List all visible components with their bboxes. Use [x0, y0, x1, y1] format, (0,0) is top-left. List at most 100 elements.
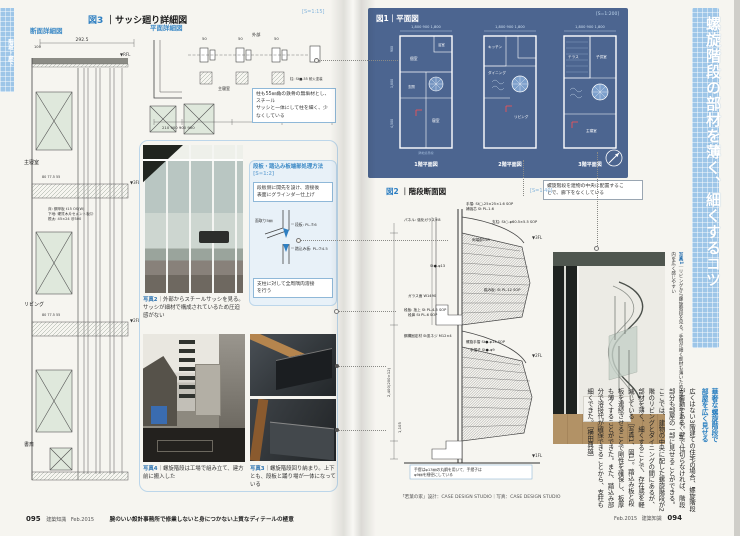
svg-text:50: 50 — [274, 36, 279, 41]
steel-landing — [270, 421, 334, 461]
svg-text:50: 50 — [202, 36, 207, 41]
floor-plan-1f: 1,800 900 1,800 900 1,800 4,500 個室 浴室 玄関… — [390, 25, 453, 168]
fig3-title: ｜サッシ廻り詳細図 — [106, 16, 188, 26]
svg-text:1,800: 1,800 — [390, 79, 394, 88]
svg-text:寝室: 寝室 — [432, 118, 440, 123]
leader-ring-1 — [314, 58, 319, 63]
issue-date-left: Feb.2015 — [70, 517, 94, 523]
photo-3-lower — [250, 399, 336, 461]
fig3-header: 図3 ｜サッシ廻り詳細図 — [88, 13, 187, 26]
plan-detail-drawing: 50 50 50 外部 主寝室 柱: St■-55 耐火塗装 210 900 9… — [149, 31, 333, 135]
svg-text:踏込み板: PL-⑦4.5: 踏込み板: PL-⑦4.5 — [295, 246, 328, 251]
article-body: 広くはない3階建ての住宅の場合、螺旋階段が有効である。壁で仕切らなければ、階段部… — [586, 388, 695, 512]
svg-text:210 900 900 900: 210 900 900 900 — [162, 125, 195, 130]
svg-text:両端部15R: 両端部15R — [472, 237, 490, 242]
title-strip: 螺旋階段の部材を薄く、細くするコツ — [692, 8, 722, 348]
fig3-section-label: 断面詳細図 — [30, 27, 63, 35]
credit-line: 「若葉の家」設計：CASE DESIGN STUDIO｜写真：CASE DESI… — [400, 495, 561, 500]
case-panel — [139, 140, 338, 492]
leader-photo3-lower — [338, 430, 386, 431]
svg-text:900: 900 — [390, 46, 394, 52]
svg-text:▼RFL: ▼RFL — [120, 52, 131, 57]
svg-text:2,400(200×12): 2,400(200×12) — [386, 367, 391, 397]
svg-text:テラス: テラス — [568, 54, 579, 59]
interior-ceiling-beam — [553, 252, 665, 266]
svg-text:螺旋手摺 St●-φ13 SOP: 螺旋手摺 St●-φ13 SOP — [466, 339, 506, 344]
photo2-caption: 写真2｜外部からスチールサッシを見る。サッシが細材で構成されているため圧迫感がな… — [143, 297, 244, 319]
photo-3-upper — [250, 334, 336, 396]
issue-date-right: Feb.2015 — [614, 516, 638, 522]
svg-text:1,800 900 1,800: 1,800 900 1,800 — [411, 25, 441, 29]
leader-ring-4 — [594, 246, 599, 251]
svg-text:ガラス面 W1490: ガラス面 W1490 — [408, 293, 437, 298]
svg-text:補強芯 St PL-1.6: 補強芯 St PL-1.6 — [466, 206, 495, 211]
facade-frame-line — [143, 159, 243, 161]
category-tab-label: 階段・廊下 — [7, 39, 13, 67]
leader-photo2-fig2 — [300, 240, 448, 241]
svg-text:玄関: 玄関 — [408, 84, 415, 89]
fig2-label: 図2 — [386, 187, 399, 196]
fig1-header: 図1｜平面図 — [376, 14, 419, 23]
svg-text:書斎: 書斎 — [24, 441, 34, 448]
floor-plan-3f: 1,800 900 1,800 テラス 子供室 主寝室 3階平面図 — [563, 25, 617, 168]
leader-photo3-upper — [338, 366, 386, 367]
svg-text:主寝室: 主寝室 — [218, 85, 230, 91]
svg-text:1,800 900 1,800: 1,800 900 1,800 — [575, 25, 605, 29]
north-arrow-icon — [605, 149, 623, 167]
svg-text:St●-φ13: St●-φ13 — [430, 264, 445, 268]
leader-plan2-fig2 — [523, 160, 524, 196]
svg-text:▼2FL: ▼2FL — [532, 353, 543, 358]
facade-furniture — [199, 231, 229, 243]
interior-glass-frame — [564, 266, 566, 414]
category-tab: 階段・廊下 — [0, 8, 14, 92]
street-foreground — [143, 428, 245, 462]
svg-text:手摺: St□-25×25×1.6 SOP: 手摺: St□-25×25×1.6 SOP — [466, 201, 514, 206]
leader-ring-3 — [334, 309, 339, 314]
svg-text:50: 50 — [238, 36, 243, 41]
article-main-title: 螺旋階段の部材を薄く、細くするコツ — [704, 16, 722, 288]
photo3-caption: 写真3｜螺旋階段回り納まり。上下とも、段板と踊り場が一体になっている — [250, 466, 336, 488]
svg-text:隣地境界線: 隣地境界線 — [418, 150, 433, 155]
svg-text:個室: 個室 — [410, 56, 418, 61]
svg-text:80 77.5 55: 80 77.5 55 — [42, 175, 60, 179]
svg-text:4,500: 4,500 — [390, 119, 394, 128]
svg-text:手摺はφ13㎜の丸鋼を用いて、手摺子は: 手摺はφ13㎜の丸鋼を用いて、手摺子は — [414, 467, 482, 472]
fig2-title: ｜階段断面図 — [401, 187, 447, 196]
street-spiral-stair-silhouette — [179, 340, 195, 400]
svg-text:段板: 捨上 St PL-4.5 SOP: 段板: 捨上 St PL-4.5 SOP — [404, 307, 447, 312]
svg-text:床: 鋼甲板 t15 OS(W): 床: 鋼甲板 t15 OS(W) — [48, 206, 85, 211]
svg-text:100: 100 — [34, 45, 42, 49]
fig1-label: 図1 — [376, 14, 389, 23]
svg-text:1,105: 1,105 — [397, 422, 402, 433]
magazine-name-left: 建築知識 — [46, 517, 67, 523]
svg-text:鋼構固定材 St皿ネジ M12×4: 鋼構固定材 St皿ネジ M12×4 — [404, 333, 452, 338]
center-note: 螺旋階段を建物の中央に配置することで、廊下をなくしている — [543, 180, 643, 201]
interior-stair — [607, 281, 644, 399]
leader-plan3-photo1 — [597, 152, 598, 248]
svg-text:▼1FL: ▼1FL — [532, 453, 543, 458]
stair-section-drawing: 2,400(200×12) 1,105 ▼3FL ▼2FL ▼1FL 手摺: S… — [386, 201, 543, 480]
leader-plan-detail — [318, 60, 398, 61]
svg-text:リビング: リビング — [514, 114, 529, 119]
svg-text:292.5: 292.5 — [76, 37, 89, 43]
article-heading: 華奢な螺旋階段で部屋を広く見せる — [700, 388, 718, 443]
fig2-scale: [S=1:40] — [530, 188, 553, 194]
svg-text:80 77.5 55: 80 77.5 55 — [42, 313, 60, 317]
svg-text:柱: St■-55 耐火塗装: 柱: St■-55 耐火塗装 — [290, 76, 323, 81]
page-number-right: 094 — [667, 514, 682, 522]
footer-right: Feb.2015 建築知識 094 — [614, 514, 682, 522]
svg-text:子供室: 子供室 — [596, 54, 607, 59]
section-detail-drawing: 292.5 100 ▼RFL ▼3FL ▼2FL 主寝室 リビング 書斎 80 … — [24, 37, 140, 481]
svg-text:リビング: リビング — [24, 301, 44, 308]
leader-ring-2 — [296, 238, 301, 243]
fig3-label: 図3 — [88, 16, 104, 26]
weld-title: 段板・踏込み板端部処理方法 [S=1:2] — [253, 164, 324, 178]
svg-text:1,800 900 1,800: 1,800 900 1,800 — [495, 25, 525, 29]
fig3-scale: [S=1:15] — [302, 9, 325, 15]
plan-note: 柱も55㎜角の鉄骨の無垢材とし、スチールサッシと一体にして柱を細く、少なくしてい… — [252, 88, 336, 123]
facade-roof-shadow — [143, 145, 183, 183]
svg-text:下地: 硬質木片セメント板⑫: 下地: 硬質木片セメント板⑫ — [48, 211, 94, 216]
photo4-caption: 写真4｜螺旋階段は工場で組み立て、建方前に搬入した — [143, 466, 244, 480]
leader-weld-fig2 — [338, 311, 396, 312]
leader-dot-1 — [335, 364, 339, 368]
